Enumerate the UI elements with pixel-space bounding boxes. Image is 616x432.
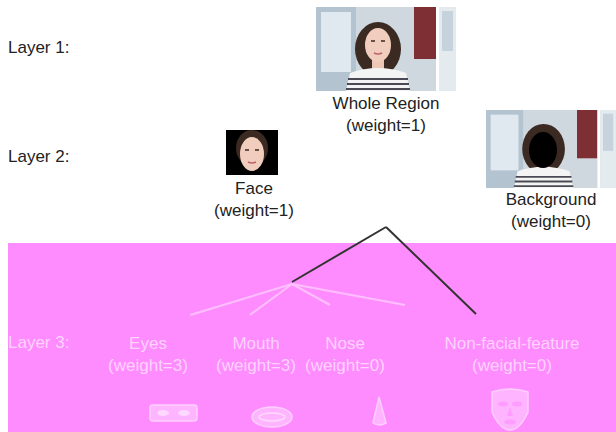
node-caption: Eyes (weight=3) — [104, 333, 192, 377]
node-caption: Nose (weight=0) — [301, 333, 389, 377]
layer-label: Layer 2: — [8, 146, 69, 168]
node-caption: Non-facial-feature (weight=0) — [427, 333, 597, 377]
tree-branch — [190, 284, 292, 315]
layer-label: Layer 1: — [8, 37, 69, 59]
node-caption: Whole Region (weight=1) — [316, 93, 456, 137]
tree-branch — [386, 227, 476, 314]
feature-icons — [150, 389, 528, 430]
feature-node: Eyes (weight=3) — [104, 333, 192, 377]
feature-node: Nose (weight=0) — [301, 333, 389, 377]
tree-branch — [250, 284, 292, 315]
layer-label: Layer 3: — [8, 332, 69, 354]
tree-branch — [292, 227, 386, 282]
feature-node: Non-facial-feature (weight=0) — [427, 333, 597, 377]
node-caption: Face (weight=1) — [204, 178, 304, 222]
feature-node: Mouth (weight=3) — [212, 333, 300, 377]
image-node: Whole Region (weight=1) — [316, 7, 456, 223]
node-caption: Background (weight=0) — [486, 189, 616, 233]
node-caption: Mouth (weight=3) — [212, 333, 300, 377]
image-node: Face (weight=1) — [204, 130, 304, 270]
whole-region-photo — [316, 7, 456, 91]
face-photo — [226, 130, 278, 175]
background-photo — [486, 110, 616, 188]
tree-branch — [292, 284, 405, 305]
image-node: Background (weight=0) — [486, 110, 616, 312]
